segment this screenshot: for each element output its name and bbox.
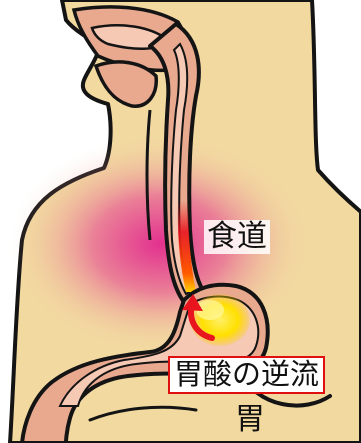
acid-reflux-label: 胃酸の逆流 <box>168 356 325 394</box>
stomach-label: 胃 <box>232 404 268 436</box>
esophagus-label: 食道 <box>204 220 270 254</box>
stomach-acid <box>190 294 250 346</box>
